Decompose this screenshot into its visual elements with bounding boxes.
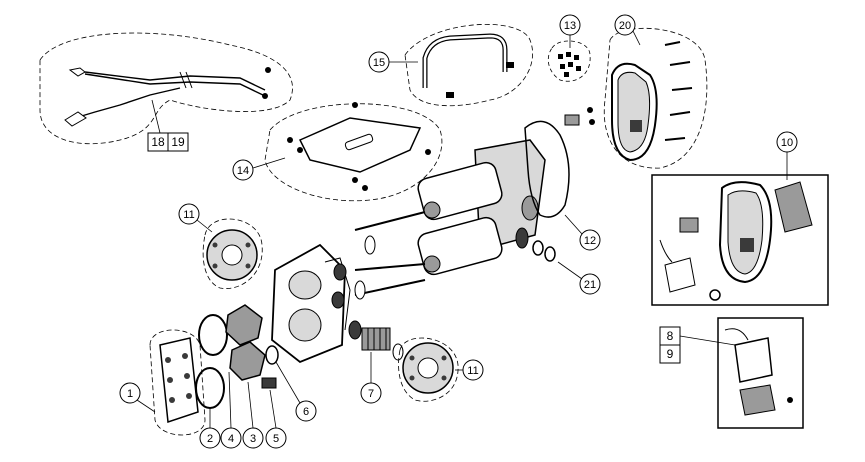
pump-cover-plate [149, 329, 206, 436]
callout-7: 7 [360, 352, 382, 404]
pump-housing [271, 243, 351, 364]
callout-1: 1 [119, 382, 156, 413]
callout-11-left: 11 [178, 203, 213, 233]
inset-switch-detail [717, 317, 804, 429]
screw-set [547, 40, 591, 82]
callout-2: 2 [199, 408, 221, 449]
callout-15: 15 [368, 51, 418, 73]
svg-text:3: 3 [250, 433, 256, 445]
callout-5: 5 [265, 389, 287, 449]
gasket [524, 120, 570, 218]
svg-text:6: 6 [303, 406, 309, 418]
o-rings [532, 240, 556, 262]
o-ring-seals [195, 314, 228, 409]
callout-12: 12 [564, 214, 601, 251]
gear-rotors [225, 304, 277, 389]
callout-box-18-19: 18 19 [147, 99, 189, 152]
callout-4: 4 [220, 371, 242, 449]
dual-motor-assembly [354, 139, 546, 300]
mounting-plate [264, 102, 443, 202]
svg-text:20: 20 [619, 20, 631, 32]
callout-9: 9 [667, 347, 674, 361]
svg-text:2: 2 [207, 433, 213, 445]
svg-text:15: 15 [373, 57, 385, 69]
callout-10: 10 [776, 131, 798, 180]
callout-11-right: 11 [455, 359, 484, 381]
flange-left [202, 218, 263, 289]
callout-20: 20 [614, 14, 641, 46]
svg-text:21: 21 [584, 279, 596, 291]
inset-cover-detail [651, 174, 829, 306]
svg-text:10: 10 [781, 137, 793, 149]
spring-coupler [348, 320, 404, 361]
callout-13: 13 [559, 14, 581, 48]
svg-text:12: 12 [584, 235, 596, 247]
svg-text:13: 13 [564, 20, 576, 32]
svg-text:1: 1 [127, 388, 133, 400]
svg-text:11: 11 [467, 365, 478, 377]
callout-19: 19 [171, 135, 185, 149]
svg-text:14: 14 [237, 165, 249, 177]
callout-14: 14 [232, 157, 286, 181]
svg-text:4: 4 [228, 433, 234, 445]
flange-right [398, 337, 459, 402]
callout-8: 8 [667, 329, 674, 343]
svg-text:11: 11 [183, 209, 194, 221]
callout-6: 6 [275, 361, 317, 422]
cable-assembly [39, 32, 293, 145]
svg-text:7: 7 [368, 388, 374, 400]
end-cover [564, 27, 708, 169]
callout-box-8-9: 8 9 [659, 326, 736, 364]
svg-text:5: 5 [273, 433, 279, 445]
housing-seal [265, 345, 279, 365]
callout-18: 18 [151, 135, 165, 149]
callout-3: 3 [242, 381, 264, 449]
handle-part [404, 24, 533, 107]
callout-21: 21 [557, 261, 601, 295]
